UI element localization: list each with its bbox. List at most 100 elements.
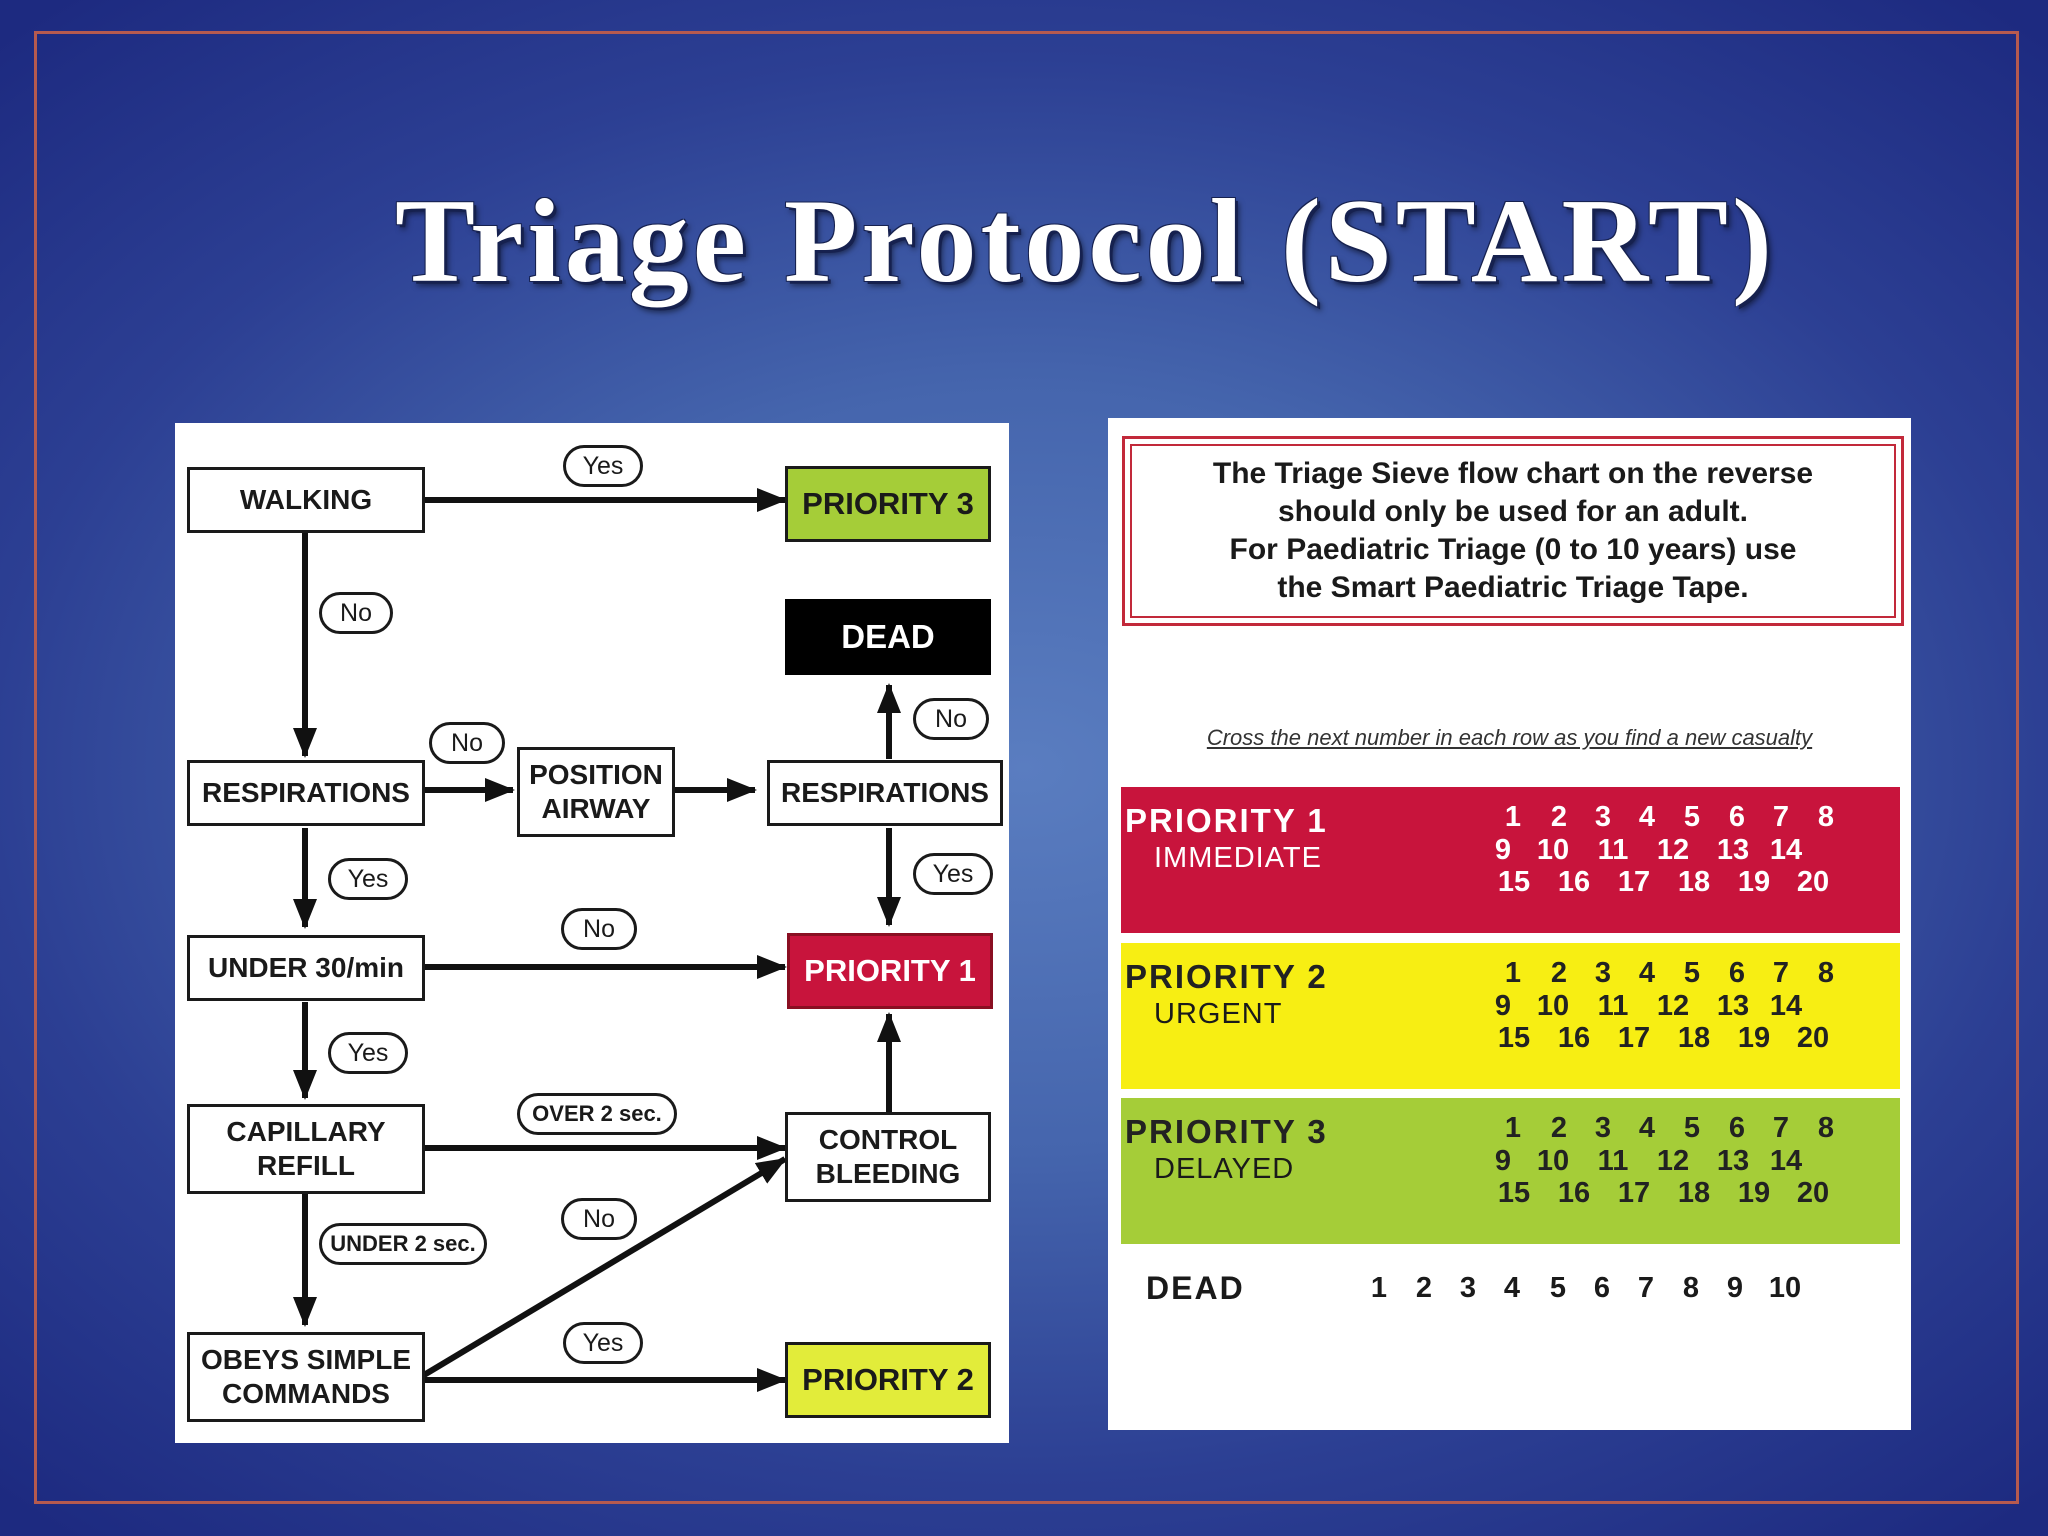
node-priority-2: PRIORITY 2 <box>785 1342 991 1418</box>
tally-number: 5 <box>1683 1112 1701 1144</box>
tally-number: 9 <box>1494 1145 1512 1177</box>
priority-3-label: PRIORITY 3 <box>1125 1113 1328 1150</box>
node-dead: DEAD <box>785 599 991 675</box>
priority-3-sub: DELAYED <box>1154 1153 1295 1185</box>
dead-tally-number: 4 <box>1503 1272 1521 1304</box>
tally-instruction: Cross the next number in each row as you… <box>1206 725 1813 750</box>
tally-number: 16 <box>1557 1177 1591 1209</box>
priority-1-sub: IMMEDIATE <box>1154 842 1322 874</box>
tally-number: 9 <box>1494 834 1512 866</box>
tally-number: 16 <box>1557 1022 1591 1054</box>
tally-number: 14 <box>1769 1145 1803 1177</box>
tally-number: 20 <box>1796 1177 1830 1209</box>
tally-number: 1 <box>1504 1112 1522 1144</box>
tally-number: 6 <box>1728 957 1746 989</box>
flowchart-connectors <box>293 488 901 1392</box>
tally-number: 6 <box>1728 1112 1746 1144</box>
tally-number: 19 <box>1737 866 1771 898</box>
paediatric-notice-box: The Triage Sieve flow chart on the rever… <box>1122 436 1904 626</box>
tally-number: 10 <box>1536 1145 1570 1177</box>
tally-number: 18 <box>1677 1177 1711 1209</box>
tally-number: 15 <box>1497 866 1531 898</box>
tally-number: 4 <box>1638 801 1656 833</box>
tally-number: 15 <box>1497 1022 1531 1054</box>
tally-number: 13 <box>1716 834 1750 866</box>
dead-tally-number: 8 <box>1682 1272 1700 1304</box>
tally-number: 3 <box>1594 1112 1612 1144</box>
tally-number: 5 <box>1683 801 1701 833</box>
start-flowchart: WALKING RESPIRATIONS POSITION AIRWAY RES… <box>175 423 1009 1443</box>
notice-line: the Smart Paediatric Triage Tape. <box>1277 571 1749 604</box>
label-under-30-yes: Yes <box>328 1032 408 1074</box>
dead-tally-number: 2 <box>1415 1272 1433 1304</box>
tally-number: 18 <box>1677 1022 1711 1054</box>
tally-number: 11 <box>1597 834 1629 866</box>
label-capillary-over: OVER 2 sec. <box>517 1093 677 1135</box>
node-position-airway: POSITION AIRWAY <box>517 747 675 837</box>
dead-tally-number: 1 <box>1370 1272 1388 1304</box>
slide-frame <box>34 31 2019 1504</box>
node-walking: WALKING <box>187 467 425 533</box>
tally-number: 3 <box>1594 957 1612 989</box>
tally-number: 8 <box>1817 1112 1835 1144</box>
tally-number: 17 <box>1617 1177 1651 1209</box>
node-priority-3: PRIORITY 3 <box>785 466 991 542</box>
tally-number: 10 <box>1536 990 1570 1022</box>
dead-tally-number: 9 <box>1726 1272 1744 1304</box>
tally-number: 19 <box>1737 1022 1771 1054</box>
priority-2-sub: URGENT <box>1154 998 1283 1030</box>
tally-number: 2 <box>1550 801 1568 833</box>
node-under-30: UNDER 30/min <box>187 935 425 1001</box>
tally-number: 1 <box>1504 801 1522 833</box>
tally-number: 13 <box>1716 990 1750 1022</box>
notice-line: should only be used for an adult. <box>1277 495 1749 528</box>
tally-number: 3 <box>1594 801 1612 833</box>
tally-number: 14 <box>1769 990 1803 1022</box>
tally-number: 7 <box>1772 1112 1790 1144</box>
label-respirations-no: No <box>429 722 505 764</box>
node-respirations-after: RESPIRATIONS <box>767 760 1003 826</box>
label-under-30-no: No <box>561 908 637 950</box>
tally-number: 15 <box>1497 1177 1531 1209</box>
notice-line: The Triage Sieve flow chart on the rever… <box>1212 457 1814 490</box>
tally-number: 11 <box>1597 990 1629 1022</box>
triage-sieve-card: The Triage Sieve flow chart on the rever… <box>1108 418 1911 1430</box>
tally-number: 12 <box>1656 1145 1690 1177</box>
label-respirations-yes: Yes <box>328 858 408 900</box>
tally-number: 4 <box>1638 957 1656 989</box>
node-obeys-commands: OBEYS SIMPLE COMMANDS <box>187 1332 425 1422</box>
dead-tally-number: 3 <box>1459 1272 1477 1304</box>
node-control-bleeding: CONTROL BLEEDING <box>785 1112 991 1202</box>
tally-number: 2 <box>1550 957 1568 989</box>
label-walking-no: No <box>319 592 393 634</box>
dead-tally-number: 5 <box>1549 1272 1567 1304</box>
tally-number: 6 <box>1728 801 1746 833</box>
tally-number: 4 <box>1638 1112 1656 1144</box>
tally-number: 8 <box>1817 801 1835 833</box>
priority-1-label: PRIORITY 1 <box>1125 802 1328 839</box>
notice-line: For Paediatric Triage (0 to 10 years) us… <box>1229 533 1797 566</box>
tally-number: 17 <box>1617 866 1651 898</box>
node-priority-1: PRIORITY 1 <box>787 933 993 1009</box>
tally-number: 19 <box>1737 1177 1771 1209</box>
tally-number: 5 <box>1683 957 1701 989</box>
dead-tally-number: 6 <box>1593 1272 1611 1304</box>
dead-tally-number: 10 <box>1768 1272 1802 1304</box>
tally-number: 7 <box>1772 957 1790 989</box>
tally-number: 10 <box>1536 834 1570 866</box>
tally-number: 20 <box>1796 1022 1830 1054</box>
dead-tally-number: 7 <box>1637 1272 1655 1304</box>
tally-number: 8 <box>1817 957 1835 989</box>
tally-number: 11 <box>1597 1145 1629 1177</box>
tally-number: 9 <box>1494 990 1512 1022</box>
tally-number: 1 <box>1504 957 1522 989</box>
tally-number: 17 <box>1617 1022 1651 1054</box>
label-walking-yes: Yes <box>563 445 643 487</box>
label-respirations-after-yes: Yes <box>913 853 993 895</box>
tally-number: 14 <box>1769 834 1803 866</box>
